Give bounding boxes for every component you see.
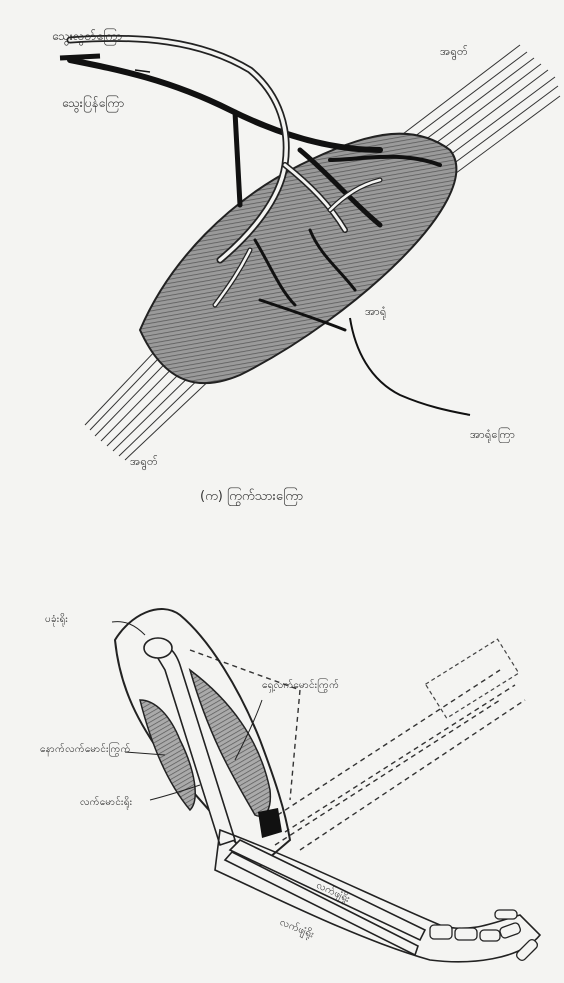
- artery-label: သွေးလွတ်ကြော: [52, 28, 122, 46]
- figure-a-muscle: [60, 38, 560, 460]
- flexor-label: ရှေ့လက်မောင်းကြွက်: [262, 678, 339, 693]
- humerus-label: လက်မောင်းရိုး: [80, 795, 132, 810]
- nerve-label: အာရုံ: [365, 305, 387, 321]
- figure-a-caption: (က) ကြွက်သားကြော: [200, 488, 303, 507]
- tendon-bottom-label: အရွတ်: [130, 455, 158, 471]
- vein-label: သွေးပြန်ကြော: [62, 95, 124, 113]
- nerve-fiber-label: အာရုံကြော: [470, 428, 515, 444]
- shoulder-label: ပခုံးရိုး: [45, 612, 68, 627]
- extensor-label: နောက်လက်မောင်းကြွက်: [40, 742, 131, 757]
- tendon-top-label: အရွတ်: [440, 45, 468, 61]
- figure-b-arm: [112, 609, 540, 962]
